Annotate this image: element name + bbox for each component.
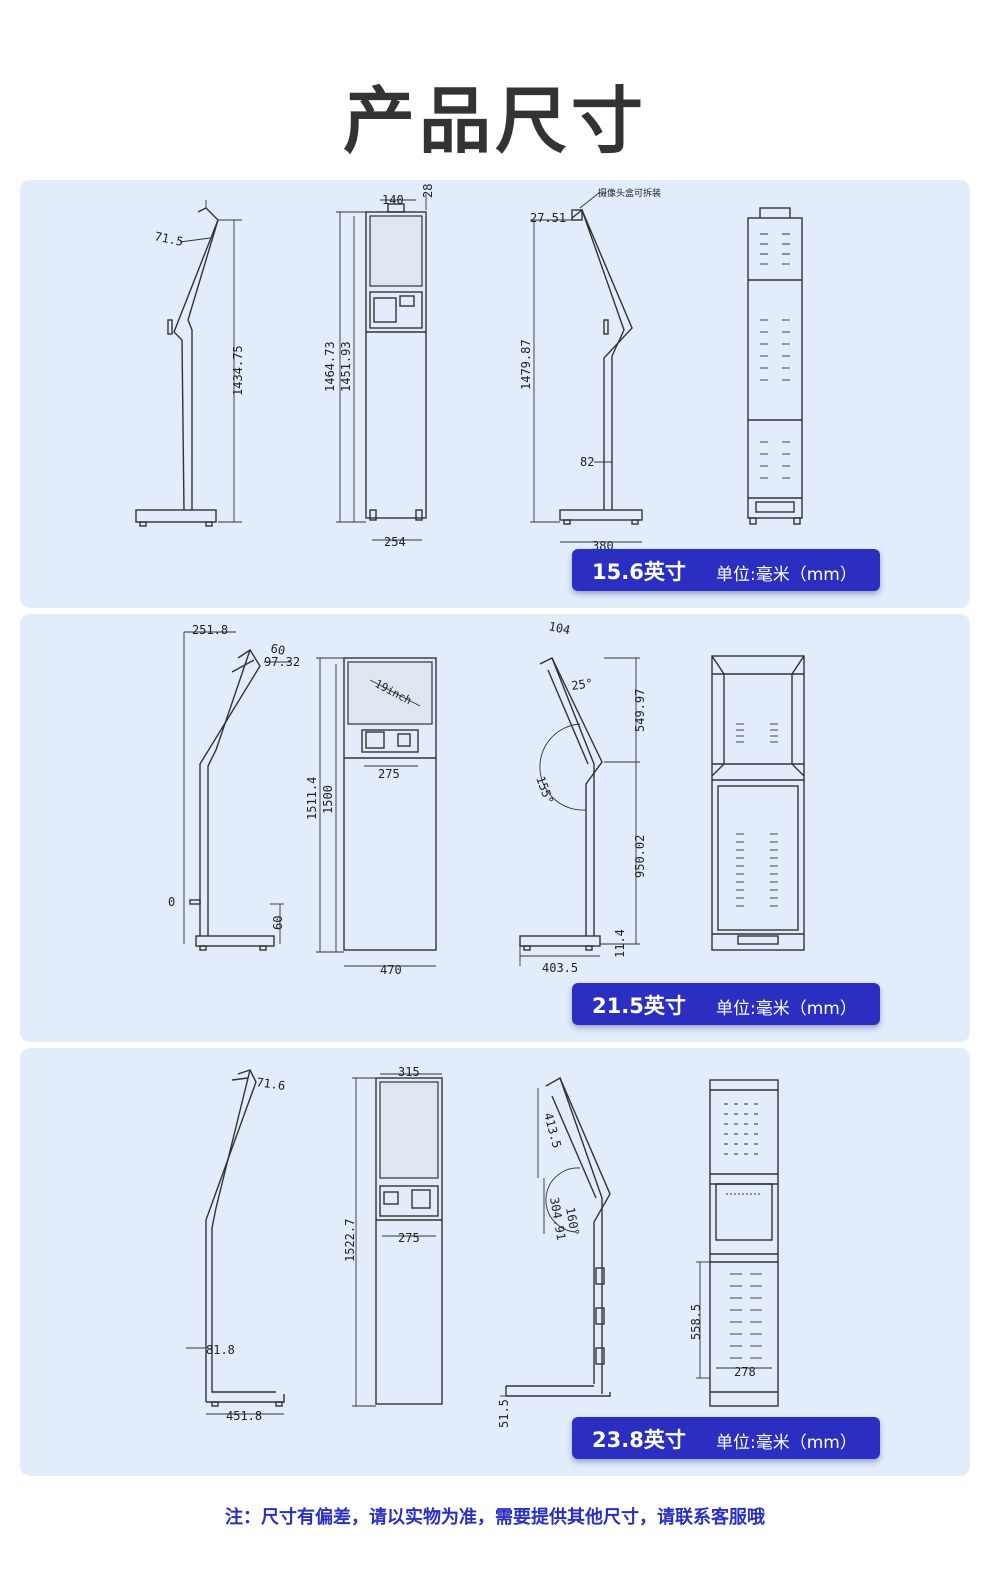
size-label: 23.8英寸	[592, 1428, 686, 1452]
unit-label: 单位:毫米（mm）	[716, 999, 857, 1019]
panel-21-5-inch: 251.8 60 97.32 0 60 19inch 1511.4 1500 2…	[20, 614, 970, 1042]
footnote: 注：尺寸有偏差，请以实物为准，需要提供其他尺寸，请联系客服哦	[225, 1507, 765, 1528]
dim-15-5: 1464.73	[323, 341, 337, 392]
dim-15-3: 140	[382, 193, 404, 207]
size-badge-15-6: 15.6英寸 单位:毫米（mm）	[572, 549, 880, 591]
dim-21-4: 0	[168, 895, 175, 909]
dim-23-5: 1522.7	[343, 1219, 357, 1262]
side-view-right	[500, 1077, 611, 1397]
dim-21-9: 275	[378, 767, 400, 781]
side-view-left	[135, 200, 242, 527]
front-view	[352, 1073, 443, 1407]
dim-23-1: 71.6	[256, 1075, 287, 1093]
dim-21-3: 97.32	[264, 655, 300, 669]
panel-23-8-inch: 71.6 81.8 451.8 315 1522.7 275	[20, 1048, 970, 1476]
dim-21-17: 403.5	[542, 961, 578, 975]
dim-23-6: 275	[398, 1231, 420, 1245]
dim-15-10: 1479.87	[519, 339, 533, 390]
drawing-21-5-inch: 251.8 60 97.32 0 60 19inch 1511.4 1500 2…	[168, 619, 805, 977]
dim-15-4: 28	[421, 184, 435, 198]
dim-15-6: 1451.93	[339, 341, 353, 392]
dim-21-14: 549.97	[633, 689, 647, 732]
dim-23-2: 81.8	[206, 1343, 235, 1357]
dim-21-10: 470	[380, 963, 402, 977]
dim-21-8: 1500	[321, 785, 335, 814]
dim-23-10: 51.5	[497, 1399, 511, 1428]
dim-21-1: 251.8	[192, 623, 228, 637]
dim-21-13: 155°	[533, 774, 556, 806]
front-view	[316, 657, 437, 967]
dim-15-7: 254	[384, 535, 406, 549]
front-view	[336, 194, 427, 541]
side-view-left	[186, 1069, 285, 1415]
unit-label: 单位:毫米（mm）	[716, 1433, 857, 1453]
dim-21-7: 1511.4	[305, 777, 319, 820]
unit-label: 单位:毫米（mm）	[716, 565, 857, 585]
side-view-right	[519, 657, 640, 966]
dim-23-11: 558.5	[689, 1304, 703, 1340]
panel-15-6-inch: 71.5 1434.75 140 28 1464.73 1451.93 254	[20, 180, 970, 608]
side-view-left	[183, 631, 290, 951]
drawing-15-6-inch: 71.5 1434.75 140 28 1464.73 1451.93 254	[135, 184, 803, 553]
dim-21-5: 60	[271, 916, 285, 930]
back-view	[696, 1079, 779, 1407]
size-label: 15.6英寸	[592, 560, 686, 584]
dim-15-2: 1434.75	[231, 345, 245, 396]
dim-23-3: 451.8	[226, 1409, 262, 1423]
dim-21-15: 950.02	[633, 835, 647, 878]
size-badge-21-5: 21.5英寸 单位:毫米（mm）	[572, 983, 880, 1025]
dim-23-9: 160°	[563, 1206, 582, 1237]
dim-15-9: 摄像头盒可拆装	[598, 187, 661, 199]
dim-15-8: 27.51	[530, 211, 566, 225]
drawing-23-8-inch: 71.6 81.8 451.8 315 1522.7 275	[186, 1065, 779, 1428]
dim-21-11: 104	[547, 619, 571, 637]
dim-15-1: 71.5	[153, 229, 184, 249]
page-title: 产品尺寸	[342, 79, 647, 163]
size-label: 21.5英寸	[592, 994, 686, 1018]
dim-21-16: 11.4	[613, 929, 627, 958]
dim-21-2: 60	[269, 641, 286, 658]
dim-15-11: 82	[580, 455, 594, 469]
back-view	[711, 655, 805, 951]
side-view-right	[530, 191, 643, 543]
dim-23-4: 315	[398, 1065, 420, 1079]
size-badge-23-8: 23.8英寸 单位:毫米（mm）	[572, 1417, 880, 1459]
dim-23-12: 278	[734, 1365, 756, 1379]
dim-21-12: 25°	[570, 676, 593, 693]
back-view	[747, 207, 803, 525]
